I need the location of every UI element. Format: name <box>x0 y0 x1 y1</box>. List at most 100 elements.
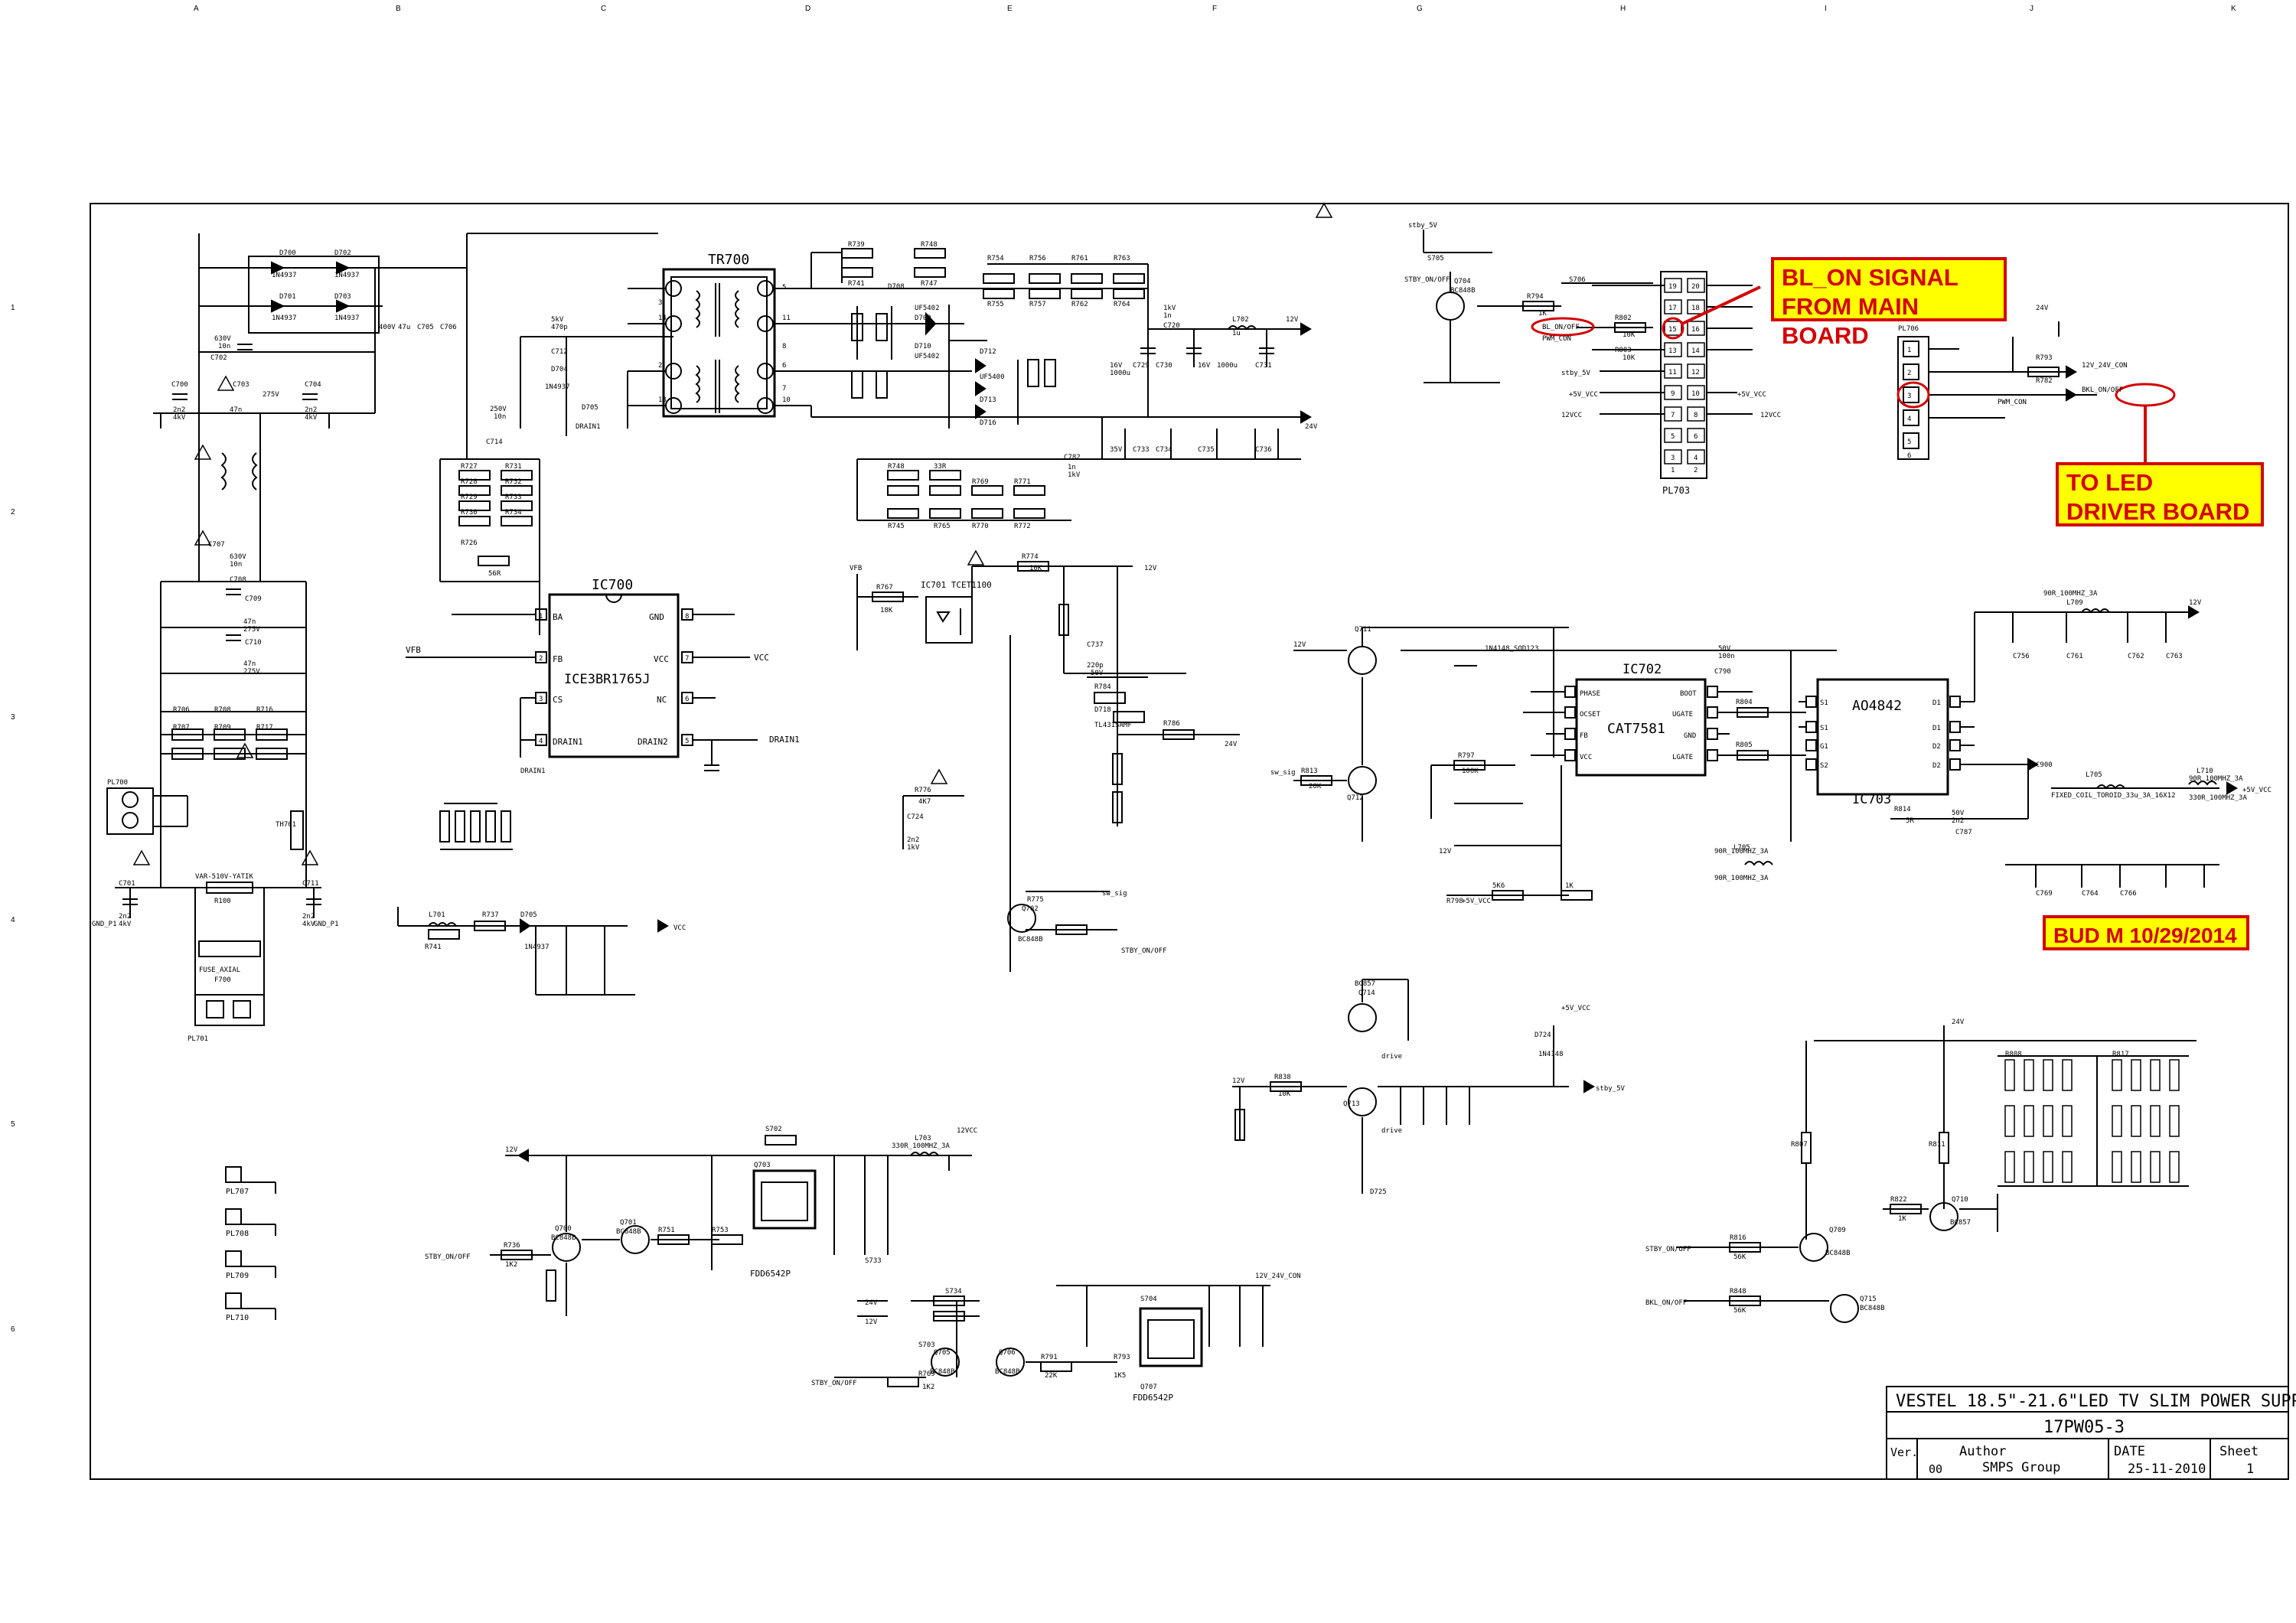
svg-text:R771: R771 <box>1014 478 1031 486</box>
bkl-control-section <box>1676 1025 2197 1323</box>
svg-text:D2: D2 <box>1932 762 1941 770</box>
svg-text:C782: C782 <box>1064 454 1081 461</box>
svg-text:C787: C787 <box>1955 829 1972 836</box>
svg-text:2n2: 2n2 <box>907 836 919 844</box>
svg-text:S1: S1 <box>1820 699 1828 707</box>
svg-text:20K: 20K <box>1309 783 1322 790</box>
svg-text:PWM_CON: PWM_CON <box>1998 399 2027 406</box>
svg-text:Q704: Q704 <box>1454 278 1471 285</box>
svg-text:R786: R786 <box>1163 720 1180 728</box>
svg-text:stby_5V: stby_5V <box>1596 1085 1626 1093</box>
svg-text:R709: R709 <box>214 724 231 732</box>
svg-text:10K: 10K <box>1029 565 1042 572</box>
svg-text:50V: 50V <box>1091 670 1104 677</box>
svg-text:STBY_ON/OFF: STBY_ON/OFF <box>811 1380 857 1387</box>
signature-text: BUD M 10/29/2014 <box>2053 924 2237 947</box>
svg-text:R767: R767 <box>876 584 893 592</box>
svg-text:UF5402: UF5402 <box>915 305 940 312</box>
svg-text:C711: C711 <box>302 880 319 888</box>
svg-text:R797: R797 <box>1458 752 1475 760</box>
title-block-code: 17PW05-3 <box>2043 1418 2125 1437</box>
svg-text:5R: 5R <box>1906 817 1914 825</box>
svg-text:R729: R729 <box>461 494 478 501</box>
svg-text:drive: drive <box>1381 1053 1402 1061</box>
svg-text:2: 2 <box>1694 467 1698 474</box>
svg-text:Q701: Q701 <box>620 1219 637 1227</box>
svg-text:18: 18 <box>1691 305 1700 312</box>
svg-text:BKL_ON/OFF: BKL_ON/OFF <box>2082 386 2123 394</box>
svg-text:D1: D1 <box>1932 725 1941 732</box>
svg-text:20: 20 <box>1691 283 1700 291</box>
svg-text:C708: C708 <box>230 576 246 584</box>
svg-text:2: 2 <box>1907 370 1911 377</box>
svg-text:22K: 22K <box>1045 1372 1058 1380</box>
svg-text:R732: R732 <box>505 478 522 486</box>
svg-text:R707: R707 <box>173 724 190 732</box>
svg-text:DRAIN1: DRAIN1 <box>520 768 546 775</box>
svg-text:LGATE: LGATE <box>1672 754 1693 761</box>
svg-text:8: 8 <box>1694 412 1698 419</box>
svg-text:C714: C714 <box>486 438 503 446</box>
svg-text:G1: G1 <box>1820 743 1828 751</box>
switch-section <box>490 1135 1270 1387</box>
svg-text:R708: R708 <box>214 706 231 714</box>
svg-text:R764: R764 <box>1114 301 1130 308</box>
svg-text:10: 10 <box>1691 390 1700 398</box>
svg-text:Q714: Q714 <box>1358 989 1375 997</box>
svg-text:10K: 10K <box>1623 354 1636 362</box>
svg-text:5kV: 5kV <box>551 316 564 324</box>
svg-text:R811: R811 <box>1929 1141 1945 1149</box>
svg-text:UGATE: UGATE <box>1672 711 1693 719</box>
svg-text:8: 8 <box>685 613 689 621</box>
svg-text:C700: C700 <box>171 381 188 389</box>
svg-text:1n: 1n <box>1068 464 1076 471</box>
svg-text:R754: R754 <box>987 255 1004 262</box>
svg-text:1n: 1n <box>1163 312 1172 320</box>
svg-text:R730: R730 <box>461 509 478 517</box>
svg-text:1kV: 1kV <box>1163 305 1176 312</box>
svg-text:00: 00 <box>1929 1462 1942 1476</box>
svg-text:S702: S702 <box>765 1126 782 1133</box>
svg-text:1N4937: 1N4937 <box>272 272 297 279</box>
svg-text:D705: D705 <box>520 911 537 919</box>
svg-text:BC848B: BC848B <box>1860 1305 1885 1312</box>
svg-text:L709: L709 <box>2066 599 2083 607</box>
svg-text:BC848B: BC848B <box>1825 1250 1851 1257</box>
svg-text:275V: 275V <box>243 668 260 676</box>
svg-text:1K: 1K <box>1538 310 1547 318</box>
svg-text:stby_5V: stby_5V <box>1561 370 1591 377</box>
svg-text:R716: R716 <box>256 706 273 714</box>
svg-text:R776: R776 <box>915 787 931 794</box>
svg-text:56K: 56K <box>1733 1307 1746 1315</box>
svg-text:C704: C704 <box>305 381 321 389</box>
svg-text:D2: D2 <box>1932 743 1941 751</box>
svg-text:56R: 56R <box>488 570 501 578</box>
svg-text:1K: 1K <box>1898 1215 1906 1223</box>
svg-text:A: A <box>194 5 199 13</box>
svg-text:5: 5 <box>11 1120 15 1129</box>
svg-text:D724: D724 <box>1534 1031 1551 1039</box>
svg-text:C: C <box>601 5 606 13</box>
svg-text:L703: L703 <box>915 1135 931 1142</box>
svg-text:15: 15 <box>1668 326 1677 334</box>
svg-text:VCC: VCC <box>1580 754 1592 761</box>
svg-text:6: 6 <box>1694 433 1698 441</box>
svg-text:S2: S2 <box>1820 762 1828 770</box>
svg-text:C712: C712 <box>551 348 568 356</box>
svg-text:BC848B: BC848B <box>616 1228 641 1236</box>
svg-text:18K: 18K <box>880 607 893 614</box>
svg-text:1N4937: 1N4937 <box>524 943 550 951</box>
svg-text:R717: R717 <box>256 724 273 732</box>
svg-text:PL700: PL700 <box>107 779 128 787</box>
svg-text:C764: C764 <box>2082 890 2099 898</box>
svg-text:C734: C734 <box>1156 446 1172 454</box>
svg-text:I: I <box>1825 5 1827 13</box>
svg-text:R745: R745 <box>888 523 905 530</box>
svg-text:R741: R741 <box>425 943 442 951</box>
svg-text:R774: R774 <box>1022 553 1039 561</box>
svg-text:4: 4 <box>1694 455 1698 462</box>
grid-numbers: 1 2 3 4 5 6 <box>11 304 15 1334</box>
to-led-driver-annotation: TO LED DRIVER BOARD <box>2056 462 2264 526</box>
svg-text:ICE3BR1765J: ICE3BR1765J <box>564 672 651 687</box>
svg-text:TL431SAMF: TL431SAMF <box>1094 722 1132 729</box>
